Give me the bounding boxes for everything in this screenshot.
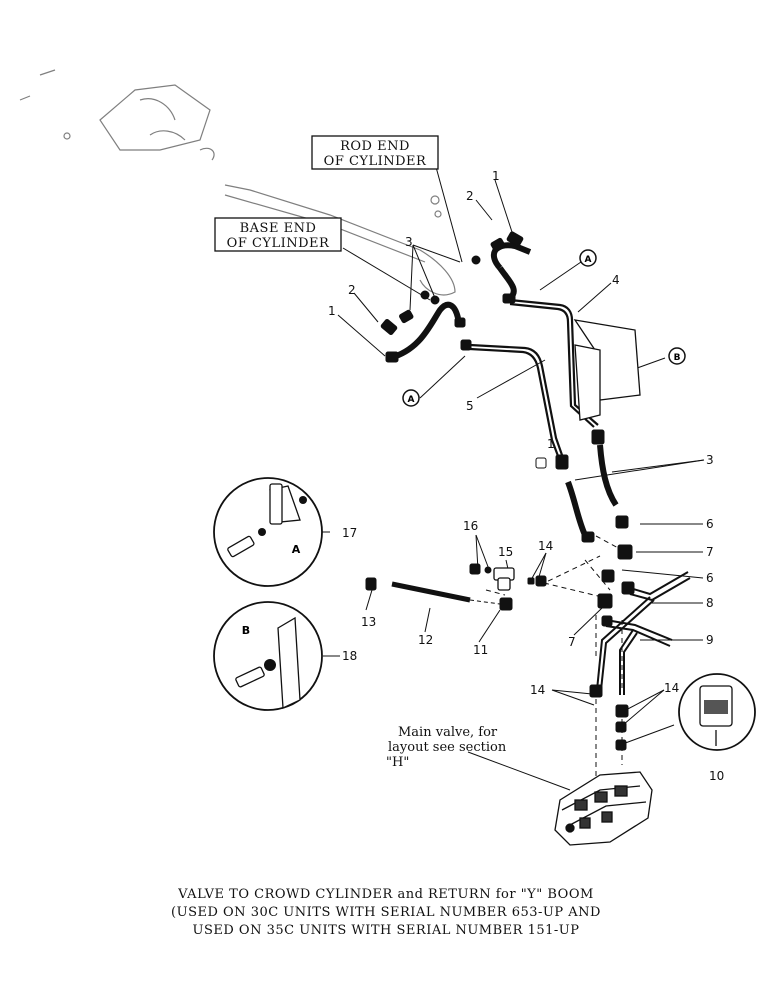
callout-13: 13 bbox=[361, 615, 376, 629]
callout-17: 17 bbox=[342, 526, 357, 540]
callout-5: 5 bbox=[466, 399, 474, 413]
base-end-line-1: BASE END bbox=[240, 221, 317, 236]
fittings bbox=[365, 231, 635, 751]
callout-9: 9 bbox=[706, 633, 714, 647]
dashed-lines bbox=[485, 535, 623, 780]
main-valve bbox=[554, 771, 653, 846]
leader-lines bbox=[317, 166, 705, 791]
callout-14-a: 14 bbox=[538, 539, 553, 553]
reference-b: B bbox=[668, 347, 686, 365]
callout-6-a: 6 bbox=[706, 517, 714, 531]
callout-8: 8 bbox=[706, 596, 714, 610]
callouts: 1 2 3 2 1 4 5 1 3 6 7 6 8 9 7 16 15 14 1… bbox=[328, 169, 724, 783]
main-valve-note-line-3: "H" bbox=[386, 755, 409, 770]
main-valve-note-line-2: layout see section bbox=[388, 740, 507, 755]
callout-1-left: 1 bbox=[328, 304, 336, 318]
reference-a-bottom: A bbox=[402, 389, 420, 407]
callout-14-b: 14 bbox=[530, 683, 545, 697]
hose-lower-2 bbox=[597, 444, 619, 507]
reference-a-bottom-label: A bbox=[408, 395, 415, 405]
base-end-label: BASE END OF CYLINDER bbox=[214, 217, 342, 252]
rod-end-label: ROD END OF CYLINDER bbox=[311, 135, 439, 170]
callout-6-b: 6 bbox=[706, 571, 714, 585]
tube-9 bbox=[605, 619, 673, 695]
main-valve-note-line-1: Main valve, for bbox=[398, 725, 498, 740]
hose-12-dash bbox=[469, 599, 501, 605]
callout-4: 4 bbox=[612, 273, 620, 287]
hose-12 bbox=[391, 581, 471, 603]
callout-3-right: 3 bbox=[706, 453, 714, 467]
callout-2-left: 2 bbox=[348, 283, 356, 297]
bracket-diagram bbox=[573, 319, 641, 421]
caption-line-2: (USED ON 30C UNITS WITH SERIAL NUMBER 65… bbox=[171, 905, 601, 920]
boom-sketch bbox=[19, 69, 456, 296]
callout-1-mid: 1 bbox=[547, 437, 555, 451]
hose-lower-1 bbox=[565, 480, 588, 537]
tee-fitting-15 bbox=[493, 567, 515, 591]
main-valve-note: Main valve, for layout see section "H" bbox=[386, 725, 507, 770]
callout-1-top: 1 bbox=[492, 169, 500, 183]
detail-b-label: B bbox=[242, 624, 250, 637]
callout-2-top: 2 bbox=[466, 189, 474, 203]
detail-a-label: A bbox=[292, 543, 301, 556]
reference-a-top: A bbox=[579, 249, 597, 267]
tube-8 bbox=[596, 571, 691, 691]
tube-5 bbox=[469, 343, 564, 457]
callout-12: 12 bbox=[418, 633, 433, 647]
caption-line-3: USED ON 35C UNITS WITH SERIAL NUMBER 151… bbox=[192, 923, 580, 938]
callout-16: 16 bbox=[463, 519, 478, 533]
callout-11: 11 bbox=[473, 643, 488, 657]
rod-end-line-2: OF CYLINDER bbox=[324, 154, 427, 169]
caption-line-1: VALVE TO CROWD CYLINDER and RETURN for "… bbox=[178, 887, 594, 902]
detail-view-b: B bbox=[213, 601, 323, 711]
hose-1-top bbox=[490, 242, 532, 301]
callout-3-top: 3 bbox=[405, 235, 413, 249]
callout-7-a: 7 bbox=[706, 545, 714, 559]
rod-end-line-1: ROD END bbox=[340, 139, 410, 154]
base-end-line-2: OF CYLINDER bbox=[227, 236, 330, 251]
hose-1-left bbox=[389, 301, 461, 361]
callout-18: 18 bbox=[342, 649, 357, 663]
callout-15: 15 bbox=[498, 545, 513, 559]
callout-7-b: 7 bbox=[568, 635, 576, 649]
detail-view-10 bbox=[678, 673, 756, 751]
callout-10: 10 bbox=[709, 769, 724, 783]
detail-view-a: A bbox=[213, 477, 323, 587]
callout-14-c: 14 bbox=[664, 681, 679, 695]
tube-4 bbox=[509, 298, 599, 428]
reference-b-label: B bbox=[674, 353, 681, 363]
reference-a-top-label: A bbox=[585, 255, 592, 265]
